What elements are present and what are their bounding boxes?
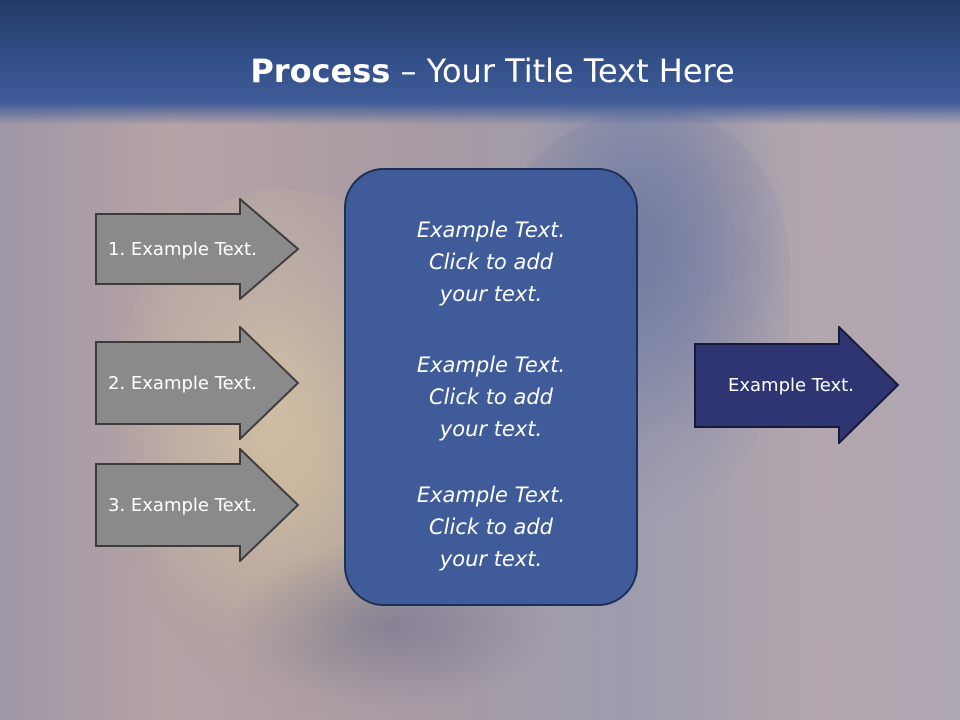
center-text-line: your text. (439, 282, 543, 306)
output-arrow-label: Example Text. (728, 374, 854, 396)
center-text-line: Click to add (428, 385, 553, 409)
step-arrow-3-label: 3. Example Text. (108, 494, 257, 516)
center-text-line: Click to add (428, 515, 553, 539)
center-text-line: Example Text. (416, 353, 566, 377)
center-process-box[interactable]: Example Text. Click to add your text. Ex… (344, 168, 638, 606)
center-text-block-3[interactable]: Example Text. Click to add your text. (346, 479, 636, 575)
title-bar (0, 0, 960, 125)
step-arrow-1[interactable]: 1. Example Text. (95, 198, 300, 300)
step-arrow-1-label: 1. Example Text. (108, 238, 257, 260)
center-text-block-1[interactable]: Example Text. Click to add your text. (346, 214, 636, 310)
slide-title[interactable]: Process – Your Title Text Here (0, 52, 960, 90)
step-arrow-1-shape (95, 198, 300, 300)
center-text-line: Example Text. (416, 218, 566, 242)
title-rest-part: – Your Title Text Here (390, 52, 735, 90)
step-arrow-2[interactable]: 2. Example Text. (95, 326, 300, 440)
step-arrow-3[interactable]: 3. Example Text. (95, 448, 300, 562)
center-text-line: your text. (439, 547, 543, 571)
output-arrow-shape (694, 326, 900, 444)
step-arrow-3-shape (95, 448, 300, 562)
center-text-block-2[interactable]: Example Text. Click to add your text. (346, 349, 636, 445)
center-text-line: Example Text. (416, 483, 566, 507)
title-bold-part: Process (250, 52, 391, 90)
step-arrow-2-shape (95, 326, 300, 440)
center-text-line: Click to add (428, 250, 553, 274)
step-arrow-2-label: 2. Example Text. (108, 372, 257, 394)
center-text-line: your text. (439, 417, 543, 441)
output-arrow[interactable]: Example Text. (694, 326, 900, 444)
